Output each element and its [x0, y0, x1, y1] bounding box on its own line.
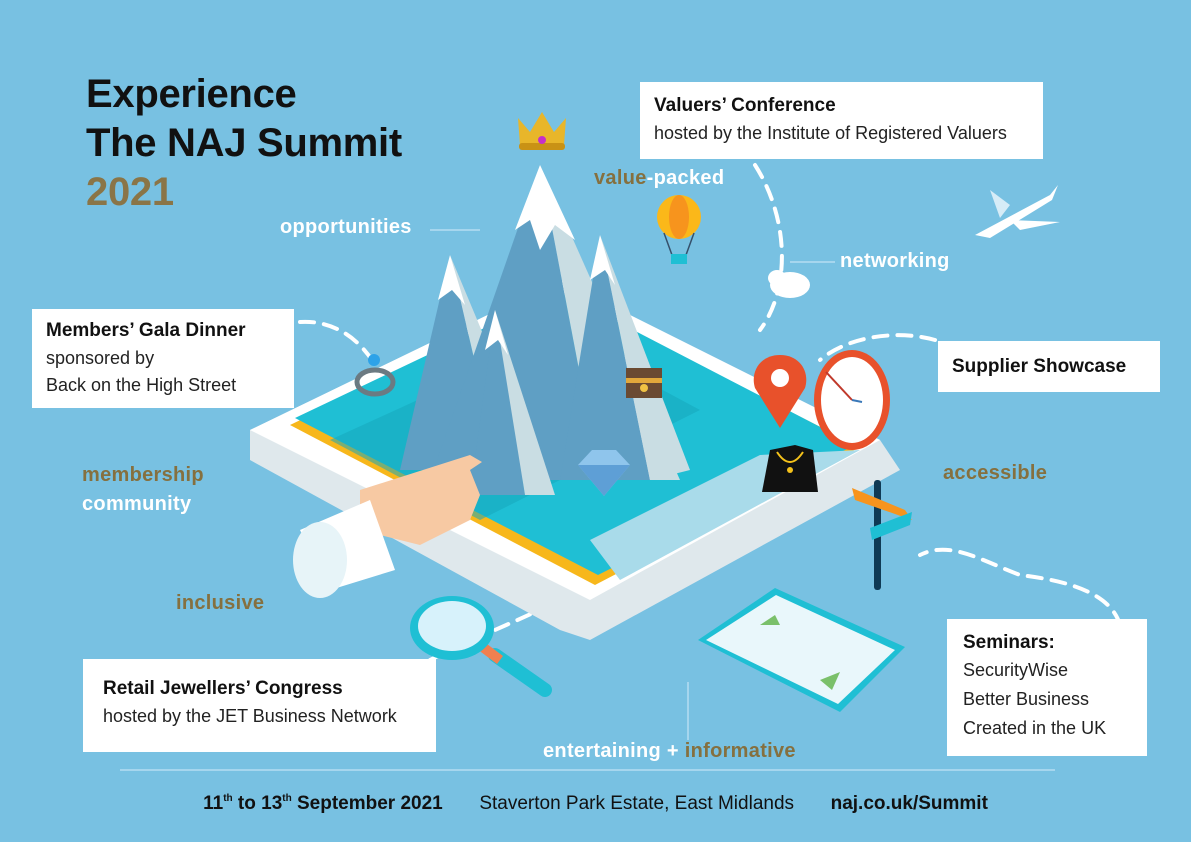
keyword-value: value	[594, 167, 647, 189]
necklace-bust-icon	[762, 445, 818, 492]
event-supplier-showcase: Supplier Showcase	[938, 341, 1160, 392]
connector-gala	[298, 319, 374, 362]
seminar-item: Better Business	[963, 689, 1090, 709]
keyword-accessible: accessible	[943, 462, 1048, 484]
paper-map-icon	[698, 588, 905, 712]
event-heading: Retail Jewellers’ Congress	[103, 678, 343, 699]
keyword-community: community	[82, 493, 192, 515]
event-subtitle-line-1: sponsored by	[46, 348, 155, 368]
event-heading: Members’ Gala Dinner	[46, 320, 246, 341]
keyword-packed: -packed	[646, 167, 725, 189]
event-retail-jewellers-congress: Retail Jewellers’ Congress hosted by the…	[83, 659, 436, 752]
location-pin-icon	[753, 355, 807, 428]
event-heading: Supplier Showcase	[952, 356, 1127, 377]
cloud-icon	[768, 270, 810, 298]
keyword-opportunities: opportunities	[280, 216, 412, 238]
seminar-item: SecurityWise	[963, 660, 1069, 680]
airplane-icon	[975, 185, 1060, 238]
crown-icon	[518, 112, 566, 150]
event-subtitle: hosted by the JET Business Network	[103, 706, 397, 726]
seminar-item: Created in the UK	[963, 718, 1107, 738]
event-valuers-conference: Valuers’ Conference hosted by the Instit…	[640, 82, 1043, 159]
connector-seminars	[918, 547, 1122, 627]
event-heading: Seminars:	[963, 632, 1055, 653]
connector-supplier	[818, 333, 937, 362]
title-year: 2021	[86, 170, 174, 214]
keyword-entertaining: entertaining +	[543, 740, 679, 762]
title-line-1: Experience	[86, 72, 297, 116]
magnifying-glass-icon	[410, 596, 552, 697]
ring-icon	[354, 354, 396, 397]
clock-icon	[814, 350, 890, 450]
footer: 11th to 13th September 2021 Staverton Pa…	[0, 793, 1191, 815]
mountains-illustration	[400, 165, 690, 495]
treasure-chest-icon	[626, 368, 662, 398]
connector-valuers	[753, 163, 784, 332]
diamond-icon	[578, 450, 630, 496]
hand-pointing-icon	[293, 455, 482, 598]
event-url-link[interactable]: naj.co.uk/Summit	[830, 793, 988, 814]
event-heading: Valuers’ Conference	[654, 95, 836, 116]
hot-air-balloon-icon	[657, 195, 701, 264]
keyword-inclusive: inclusive	[176, 592, 265, 614]
event-subtitle: hosted by the Institute of Registered Va…	[654, 123, 1007, 143]
poster-title: Experience The NAJ Summit 2021	[86, 70, 402, 217]
event-members-gala-dinner: Members’ Gala Dinner sponsored by Back o…	[32, 309, 294, 408]
event-subtitle-line-2: Back on the High Street	[46, 375, 237, 395]
keyword-informative: informative	[684, 740, 796, 762]
keyword-entertaining-informative: entertaining + informative	[543, 740, 796, 763]
title-line-2: The NAJ Summit	[86, 121, 402, 165]
keyword-membership: membership	[82, 464, 204, 486]
event-dates: 11th to 13th September 2021	[203, 793, 443, 814]
event-venue: Staverton Park Estate, East Midlands	[479, 793, 795, 814]
signpost-icon	[852, 480, 912, 590]
keyword-value-packed: value-packed	[594, 167, 724, 190]
event-seminars: Seminars: SecurityWise Better Business C…	[947, 619, 1147, 756]
keyword-networking: networking	[840, 250, 950, 272]
